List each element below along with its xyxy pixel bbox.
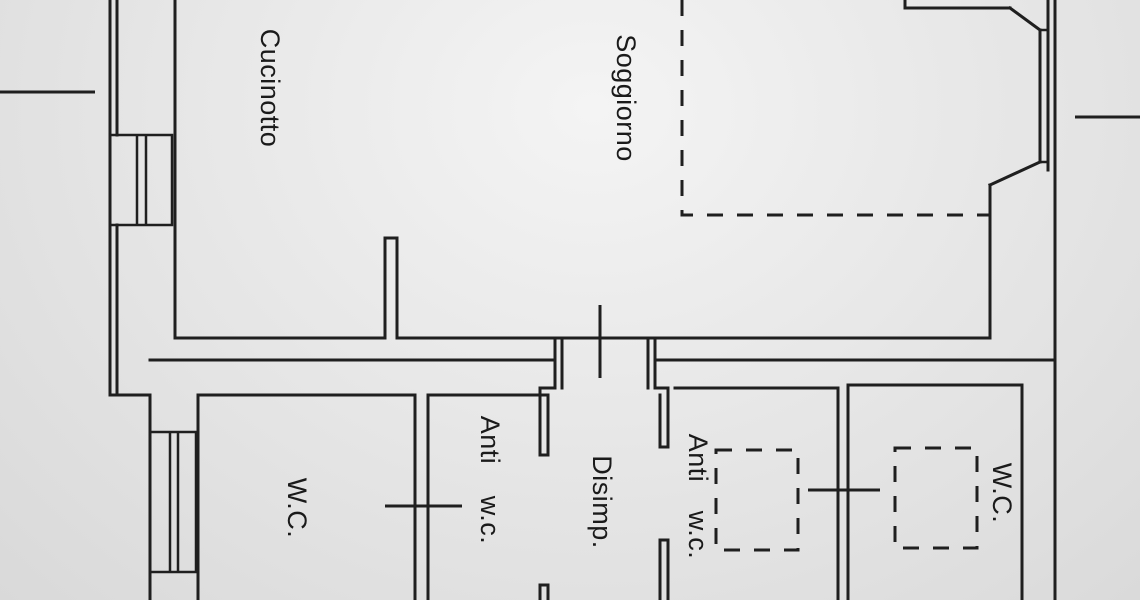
section-marks (0, 90, 1140, 508)
room-label-disimp: Disimp. (587, 455, 617, 549)
room-label-soggiorno: Soggiorno (611, 34, 641, 162)
room-label-wc-right: W.C. (987, 463, 1017, 524)
room-label-cucinotto: Cucinotto (255, 29, 285, 148)
walls (108, 0, 1057, 600)
dashed-outlines (680, 0, 990, 552)
room-label-anti-right-2: w.c. (683, 510, 713, 560)
room-labels: Cucinotto Soggiorno W.C. Anti w.c. Disim… (255, 29, 1017, 560)
room-label-anti-left-2: w.c. (475, 495, 505, 545)
room-label-wc-left: W.C. (282, 478, 312, 539)
room-label-anti-right-1: Anti (683, 434, 713, 483)
windows (108, 28, 1048, 574)
room-label-anti-left-1: Anti (475, 416, 505, 465)
